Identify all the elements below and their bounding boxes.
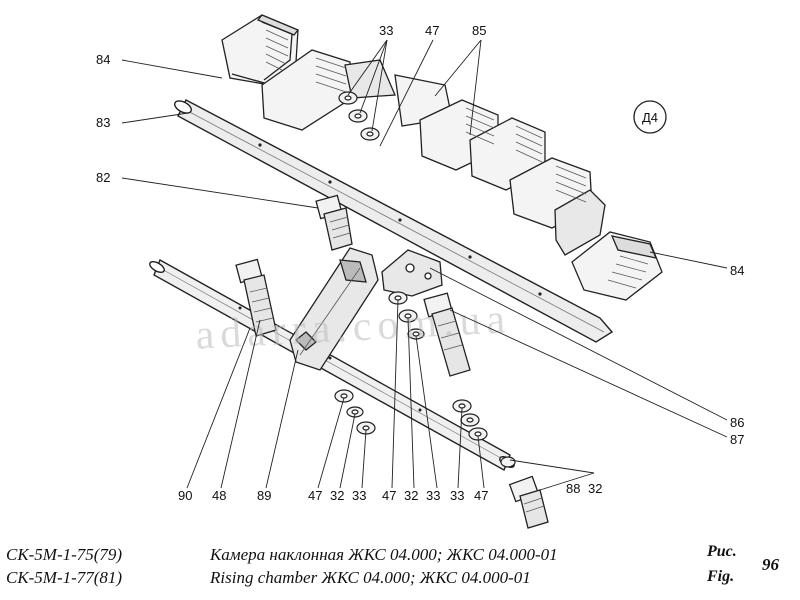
callout-32-left: 32 xyxy=(330,488,344,503)
callout-85: 85 xyxy=(472,23,486,38)
bracket-89 xyxy=(289,247,379,371)
callout-33-right: 33 xyxy=(450,488,464,503)
bracket-86 xyxy=(381,249,443,297)
callout-32-right: 32 xyxy=(588,481,602,496)
callout-82: 82 xyxy=(96,170,110,185)
callout-32-mid: 32 xyxy=(404,488,418,503)
callout-47-top: 47 xyxy=(425,23,439,38)
callout-33-mid: 33 xyxy=(426,488,440,503)
bolt-88 xyxy=(508,475,549,529)
washers-nuts xyxy=(334,91,516,468)
view-badge: Д4 xyxy=(633,100,667,134)
callout-33-left: 33 xyxy=(352,488,366,503)
callout-48: 48 xyxy=(212,488,226,503)
tube-83 xyxy=(174,99,614,343)
callout-47-left: 47 xyxy=(308,488,322,503)
callout-83: 83 xyxy=(96,115,110,130)
bolt-48 xyxy=(235,258,277,337)
slat-84-right xyxy=(571,231,663,301)
figure-title-en: Rising chamber ЖКС 04.000; ЖКС 04.000-01 xyxy=(210,568,531,587)
model-code-2: СК-5М-1-77(81) xyxy=(6,568,123,587)
leader-lines xyxy=(121,39,728,491)
callout-88: 88 xyxy=(566,481,580,496)
figure-number: 96 xyxy=(762,555,779,574)
model-code-1: СК-5М-1-75(79) xyxy=(6,545,123,564)
callout-87: 87 xyxy=(730,432,744,447)
callout-labels: 84 83 82 33 47 85 84 86 87 90 48 89 47 3… xyxy=(96,23,744,503)
figure-label-ru: Рис. xyxy=(707,543,737,560)
slat-85-row xyxy=(261,49,606,256)
figure-label-en: Fig. xyxy=(707,568,735,585)
callout-84-right: 84 xyxy=(730,263,744,278)
callout-47-right: 47 xyxy=(474,488,488,503)
bolt-87 xyxy=(423,292,471,377)
figure-title-ru: Камера наклонная ЖКС 04.000; ЖКС 04.000-… xyxy=(210,545,558,564)
callout-86: 86 xyxy=(730,415,744,430)
bolt-82 xyxy=(315,194,353,251)
callout-84-top: 84 xyxy=(96,52,110,67)
view-badge-label: Д4 xyxy=(642,110,658,125)
callout-89: 89 xyxy=(257,488,271,503)
slat-84-left xyxy=(221,14,300,86)
callout-90: 90 xyxy=(178,488,192,503)
callout-33-top: 33 xyxy=(379,23,393,38)
callout-47-mid: 47 xyxy=(382,488,396,503)
